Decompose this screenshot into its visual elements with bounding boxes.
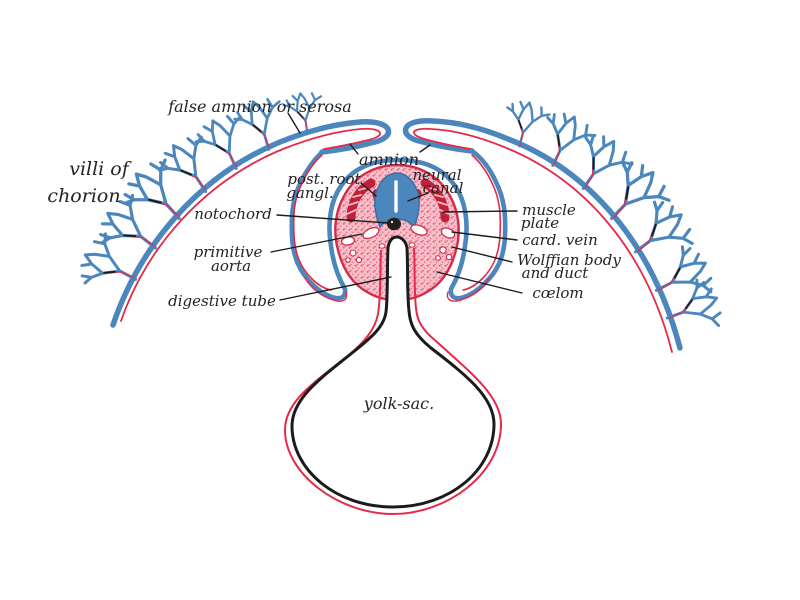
leader-amnion-left (349, 143, 359, 155)
gut-cleft-right (408, 242, 416, 248)
leader-digestive-tube (279, 276, 392, 301)
notochord-highlight (390, 220, 394, 224)
label-wolffian-line2: and duct (522, 264, 590, 282)
leader-notochord (276, 214, 389, 224)
leader-primitive-aorta (270, 233, 363, 253)
leader-lines (270, 112, 523, 301)
chorion-serosa-right (402, 118, 683, 353)
leader-false-amnion (287, 112, 301, 134)
label-muscle-plate-line1: muscle (522, 201, 576, 219)
label-villi-of-chorion-line1: villi of (69, 158, 132, 180)
yolk-sac-outline (290, 235, 496, 509)
label-villi-of-chorion-line2: chorion (47, 185, 120, 207)
wolffian-body-left (345, 249, 363, 264)
primitive-aorta-left (362, 226, 380, 240)
notochord-dot (387, 217, 401, 231)
leader-wolffian (451, 246, 513, 263)
label-primitive-aorta-line1: primitive (194, 243, 263, 261)
label-primitive-aorta-line2: aorta (211, 257, 251, 275)
chorion-serosa-left (110, 119, 392, 328)
label-post-root-gangl-line2: gangl. (286, 184, 333, 202)
leader-muscle-plate (442, 210, 518, 213)
label-muscle-plate-line2: plate (521, 214, 559, 232)
label-post-root-gangl-line1: post. root (287, 170, 361, 188)
label-neural-canal-line1: neural (412, 166, 461, 184)
leader-card-vein (451, 231, 518, 241)
leader-post-root-gangl (360, 182, 377, 197)
cardinal-vein-right (440, 227, 456, 239)
label-notochord: notochord (194, 205, 272, 223)
amnion-membrane (289, 148, 508, 302)
yolk-sac-group (283, 235, 503, 516)
label-digestive-tube: digestive tube (168, 292, 276, 310)
label-coelom: cœlom (532, 284, 583, 302)
gut-cleft-left (378, 243, 386, 249)
label-neural-canal-line2: canal (423, 179, 464, 197)
label-wolffian-line1: Wolffian body (517, 251, 621, 269)
muscle-plate-left (346, 178, 376, 223)
leader-amnion-right (419, 144, 431, 153)
wolffian-body-right (435, 246, 453, 261)
leader-neural-canal (407, 192, 429, 202)
primitive-aorta-right (410, 224, 428, 236)
label-amnion: amnion (359, 150, 419, 169)
yolk-sac-splanchnopleure-red (283, 247, 503, 516)
leader-coelom (436, 271, 523, 294)
label-false-amnion: false amnion or serosa (167, 97, 352, 116)
label-card-vein: card. vein (522, 231, 597, 249)
label-yolk-sac: yolk-sac. (363, 394, 434, 413)
